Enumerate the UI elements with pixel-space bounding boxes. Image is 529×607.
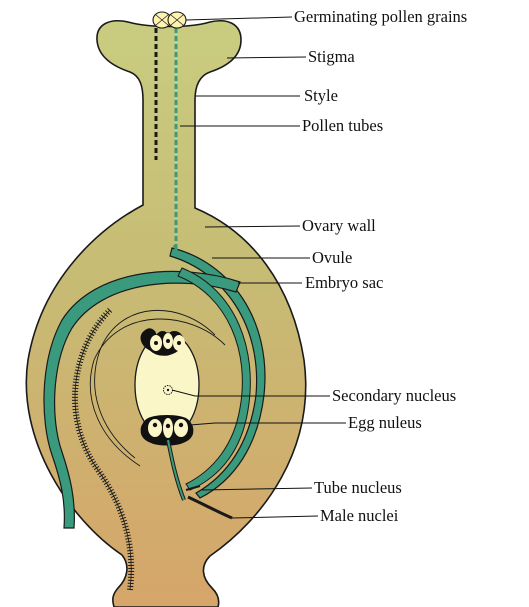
label-pollen-tubes: Pollen tubes: [302, 116, 383, 135]
label-tube-nucleus: Tube nucleus: [314, 478, 402, 497]
leader-stigma: [227, 57, 306, 58]
label-ovule: Ovule: [312, 248, 352, 267]
label-egg-nucleus: Egg nuleus: [348, 413, 422, 432]
leader-pollen-grains: [186, 17, 292, 20]
label-style: Style: [304, 86, 338, 105]
label-germinating-pollen-grains: Germinating pollen grains: [294, 7, 467, 26]
label-secondary-nucleus: Secondary nucleus: [332, 386, 456, 405]
pollen-grains: [153, 12, 186, 28]
label-ovary-wall: Ovary wall: [302, 216, 376, 235]
label-male-nuclei: Male nuclei: [320, 506, 399, 525]
label-embryo-sac: Embryo sac: [305, 273, 383, 292]
label-stigma: Stigma: [308, 47, 355, 66]
